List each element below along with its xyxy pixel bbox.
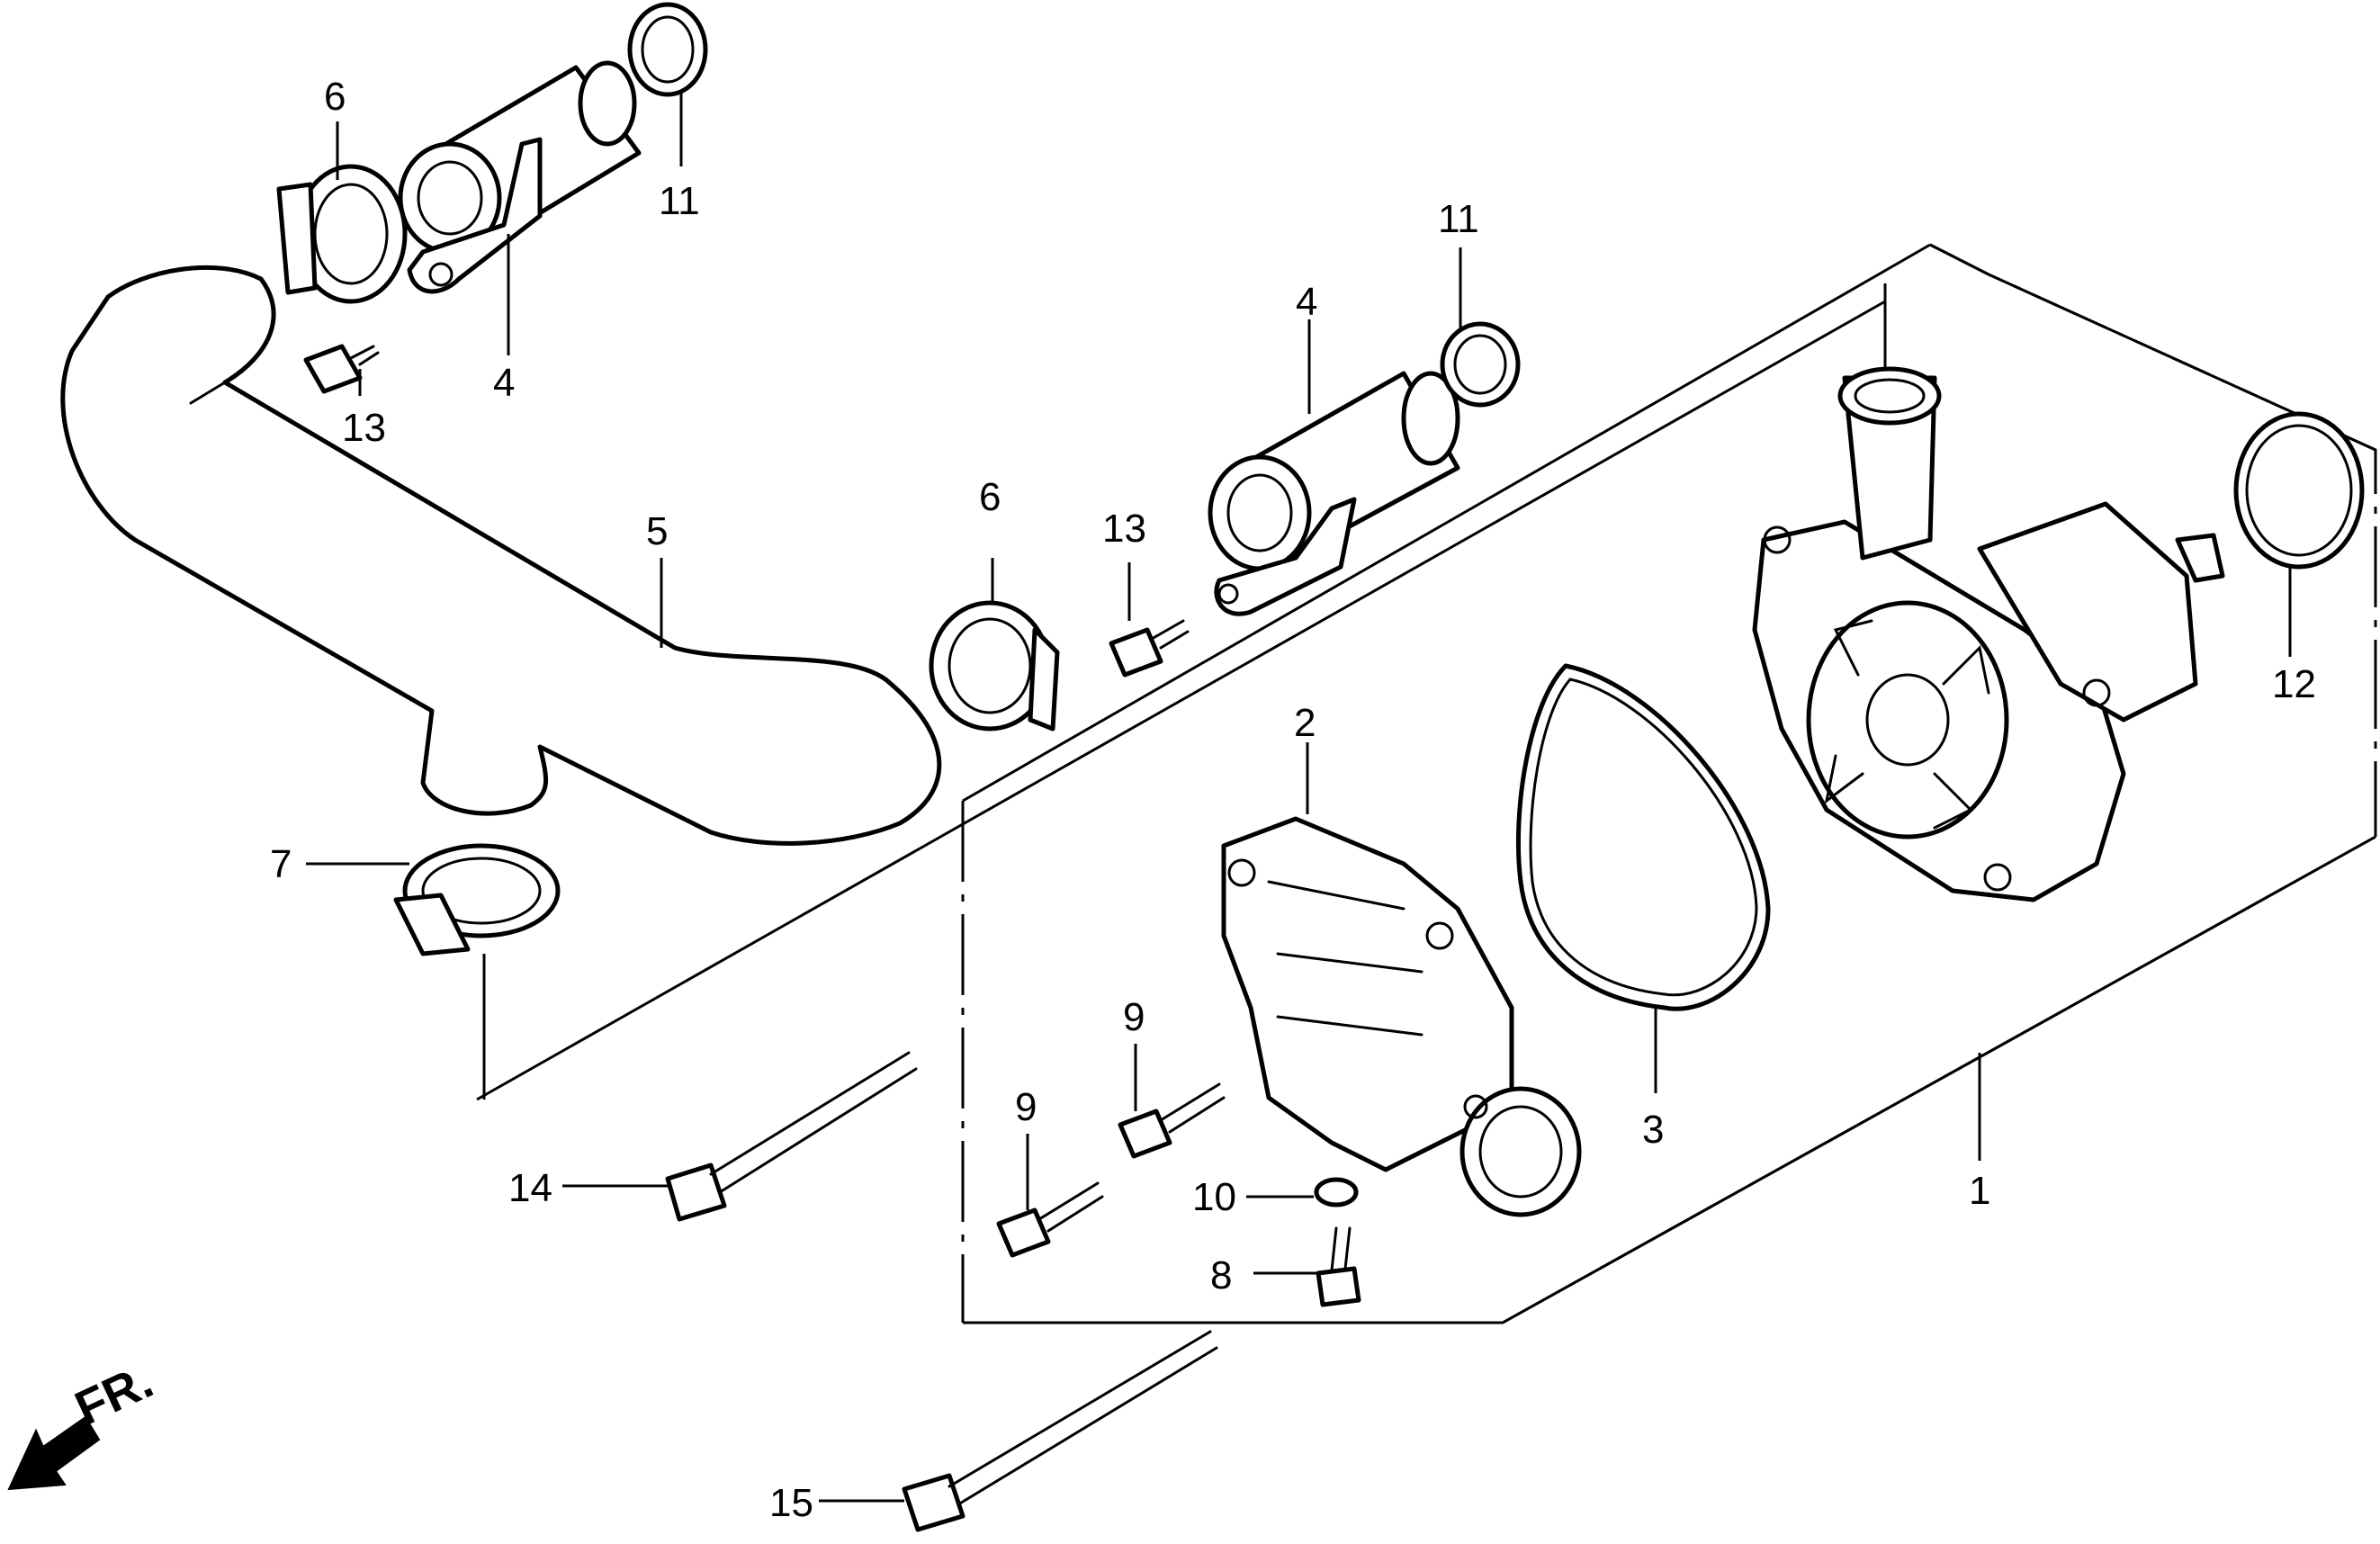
callout-7: 7 bbox=[270, 842, 292, 886]
callout-2: 2 bbox=[1294, 701, 1316, 745]
water-pump-body bbox=[1752, 366, 2225, 902]
leader-lines bbox=[306, 90, 2292, 1503]
callout-12: 12 bbox=[2272, 662, 2316, 706]
water-pump-cover bbox=[1221, 816, 1582, 1217]
upper-o-ring bbox=[627, 2, 708, 97]
callout-3: 3 bbox=[1642, 1108, 1664, 1152]
callout-6-upper: 6 bbox=[324, 75, 346, 119]
callout-11-middle: 11 bbox=[1438, 197, 1479, 241]
callout-11-upper: 11 bbox=[659, 179, 700, 223]
pump-o-ring bbox=[2233, 411, 2365, 570]
assembly-boundary bbox=[476, 243, 2377, 1324]
callout-5: 5 bbox=[646, 509, 668, 553]
pump-cover-gasket bbox=[1515, 663, 1771, 1011]
callout-1: 1 bbox=[1969, 1169, 1990, 1213]
cover-bolt-upper bbox=[1118, 1082, 1226, 1159]
callout-9-upper: 9 bbox=[1123, 995, 1145, 1039]
callout-6-middle: 6 bbox=[979, 475, 1001, 519]
sealing-washer bbox=[1314, 1177, 1359, 1207]
coolant-hose bbox=[60, 265, 942, 846]
long-bolt-lower bbox=[902, 1330, 1218, 1532]
callout-9-lower: 9 bbox=[1015, 1085, 1037, 1129]
callout-13-upper: 13 bbox=[342, 406, 386, 450]
upper-pipe-assembly bbox=[276, 2, 708, 394]
callout-14: 14 bbox=[508, 1166, 552, 1210]
middle-hose-clamp bbox=[929, 600, 1060, 732]
callout-4-upper: 4 bbox=[493, 361, 515, 405]
callout-13-middle: 13 bbox=[1102, 507, 1146, 551]
upper-pipe bbox=[398, 60, 642, 294]
front-direction-arrow-icon bbox=[7, 1415, 101, 1491]
callout-labels: 6 11 4 13 5 6 13 4 11 12 7 2 3 1 9 9 10 … bbox=[270, 75, 2316, 1525]
callout-10: 10 bbox=[1192, 1175, 1236, 1219]
middle-pipe bbox=[1208, 371, 1460, 616]
upper-hose-clamp bbox=[276, 164, 408, 304]
long-bolt-upper bbox=[665, 1051, 918, 1222]
callout-4-middle: 4 bbox=[1296, 280, 1317, 324]
middle-bolt bbox=[1109, 619, 1190, 678]
callout-8: 8 bbox=[1210, 1253, 1232, 1297]
cover-bolt-lower bbox=[996, 1181, 1104, 1258]
callout-15: 15 bbox=[769, 1481, 813, 1525]
middle-pipe-assembly bbox=[929, 321, 1521, 732]
middle-o-ring bbox=[1440, 321, 1521, 408]
drain-bolt bbox=[1316, 1226, 1361, 1307]
front-direction-indicator: FR. bbox=[7, 1354, 161, 1491]
upper-bolt bbox=[303, 344, 380, 394]
lower-hose-clamp bbox=[393, 843, 561, 956]
